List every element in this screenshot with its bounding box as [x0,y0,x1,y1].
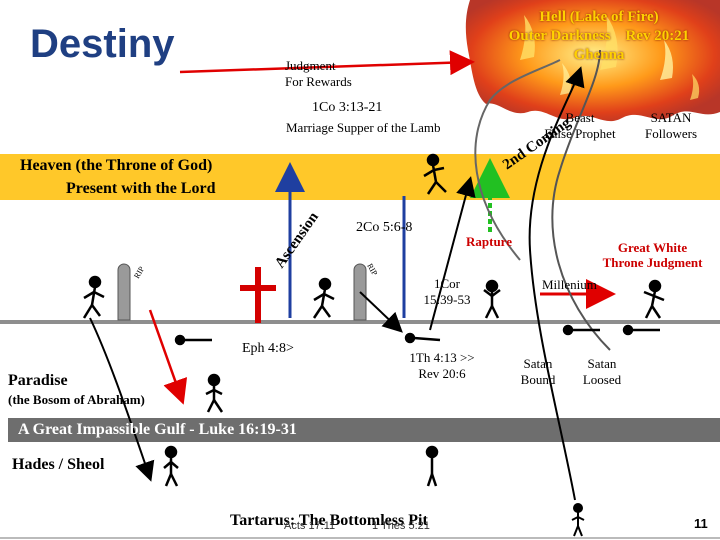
heaven-line-1: Heaven (the Throne of God) [20,157,213,174]
gulf-bar [8,418,720,442]
1cor-15-ref: 1Cor 15:39-53 [412,276,482,308]
lying-figure-3 [562,324,600,336]
stick-figure-ground [312,277,335,319]
cor-3-ref: 1Co 3:13-21 [312,100,383,115]
satan-bound-line-1: Satan [523,356,553,371]
acts-ref: Acts 17:11 [284,520,336,532]
stick-figure-paradise [205,373,224,413]
stick-figure-walking [82,275,105,319]
judgment-line-1: Judgment [285,58,336,73]
great-white-throne-label: Great White Throne Judgment [590,240,715,270]
satan-loosed-line-2: Loosed [582,372,622,387]
lying-figure-2 [404,332,441,344]
stick-figure-pit [571,503,585,537]
stick-figure-heaven [423,153,447,195]
1th-line-1: 1Th 4:13 >> [409,350,475,365]
1cor-line-2: 15:39-53 [423,292,471,307]
satan-bound-label: Satan Bound [508,356,568,388]
millenium-label: Millenium [542,277,597,292]
heaven-label: Heaven (the Throne of God) Present with … [20,154,215,200]
beast-label: Beast False Prophet [530,110,630,142]
bosom-label: (the Bosom of Abraham) [8,392,145,407]
rapture-label: Rapture [466,234,512,249]
satan-line-1: SATAN [650,110,692,125]
marriage-supper-label: Marriage Supper of the Lamb [286,120,441,135]
satan-loosed-label: Satan Loosed [572,356,632,388]
beast-line-1: Beast [565,110,595,125]
stick-figure-judged [643,279,665,319]
gulf-label: A Great Impassible Gulf - Luke 16:19-31 [18,421,297,438]
lying-figure-1 [174,334,212,346]
hell-label: Hell (Lake of Fire) Outer Darkness Rev 2… [478,8,720,65]
arrow-to-1cor [359,291,403,333]
judgment-label: Judgment For Rewards [285,58,352,90]
hades-label: Hades / Sheol [12,456,105,473]
satan-followers-label: SATAN Followers [636,110,706,142]
tartarus-label: Tartarus: The Bottomless Pit [230,512,428,529]
heaven-line-2: Present with the Lord [66,180,216,197]
curve-gwt [474,59,561,261]
eph-ref: Eph 4:8> [242,341,294,356]
hell-line-2: Outer Darkness Rev 20:21 [508,28,690,44]
gwt-line-2: Throne Judgment [602,255,703,270]
page-number: 11 [694,516,708,531]
2co-ref: 2Co 5:6-8 [356,220,413,235]
beast-line-2: False Prophet [544,126,616,141]
satan-bound-line-2: Bound [520,372,556,387]
stick-figure-rising [483,279,501,319]
arrow-to-hell [179,50,475,76]
thes-ref: 1 Thes 5:21 [372,520,430,532]
1th-line-2: Rev 20:6 [418,366,466,381]
arrow-to-coming [429,176,476,331]
1th-ref: 1Th 4:13 >> Rev 20:6 [392,350,492,382]
stick-figure-hades [163,445,179,487]
satan-line-2: Followers [645,126,697,141]
lying-figure-4 [622,324,660,336]
hell-line-3: Ghenna [573,47,625,63]
satan-loosed-line-1: Satan [587,356,617,371]
cross [240,267,276,323]
curve-satan-loosed [528,66,585,501]
1cor-line-1: 1Cor [434,276,460,291]
slide-title: Destiny [30,22,175,66]
stick-figure-sheol [425,445,439,487]
hell-line-1: Hell (Lake of Fire) [539,9,659,25]
arrow-to-tartarus [89,317,155,482]
tombstone-left [117,263,131,321]
paradise-label: Paradise [8,372,68,389]
gwt-line-1: Great White [617,240,688,255]
heaven-band [0,154,720,200]
curve-beast [551,49,611,351]
judgment-line-2: For Rewards [285,74,352,89]
arrow-to-hades [148,309,188,405]
